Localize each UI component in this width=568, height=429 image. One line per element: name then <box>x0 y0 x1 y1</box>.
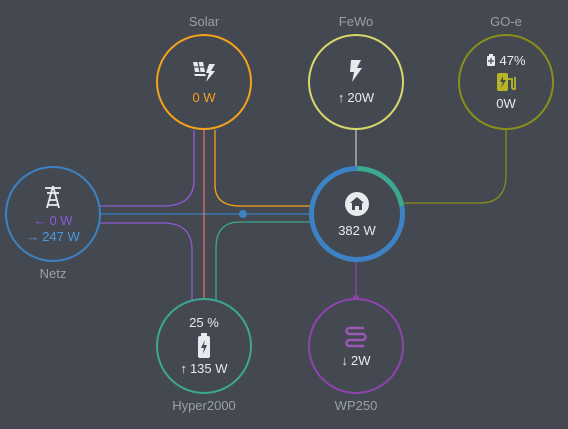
netz-export-arrow: → <box>26 228 40 244</box>
home-goe-line <box>404 125 507 204</box>
lightning-icon <box>350 60 362 82</box>
home-value: 382 W <box>338 222 376 238</box>
wp-value: 2W <box>351 353 371 368</box>
fewo-label: FeWo <box>338 14 374 29</box>
wp-node[interactable]: ↓ 2W <box>308 298 404 394</box>
fewo-value: 20W <box>347 90 375 105</box>
hyper-value: 135 W <box>189 361 228 376</box>
battery-icon <box>487 54 496 66</box>
hyper-node[interactable]: 25 % ↑ 135 W <box>156 298 252 394</box>
power-tower-icon <box>45 185 61 208</box>
goe-label: GO-e <box>490 14 522 29</box>
wp-label: WP250 <box>334 398 378 413</box>
wp-direction: ↓ <box>341 353 349 368</box>
netz-node[interactable]: ← 0 W → 247 W <box>5 166 101 262</box>
goe-battery: 47% <box>499 52 526 68</box>
fewo-node[interactable]: ↑ 20W <box>308 34 404 130</box>
fewo-direction: ↑ <box>337 90 345 105</box>
netz-label: Netz <box>39 266 67 281</box>
ev-charger-icon <box>497 72 516 91</box>
netz-export: 247 W <box>42 228 80 244</box>
home-node[interactable]: 382 W <box>309 166 405 262</box>
solar-value: 0 W <box>192 90 216 105</box>
netz-import-arrow: ← <box>33 212 47 228</box>
solar-panel-icon <box>193 61 215 82</box>
solar-netz-line <box>100 130 195 207</box>
goe-value: 0W <box>496 95 516 111</box>
hyper-label: Hyper2000 <box>172 398 236 413</box>
hyper-soc: 25 % <box>189 315 219 330</box>
goe-node[interactable]: 47% 0W <box>458 34 554 130</box>
home-icon <box>345 191 369 216</box>
heat-pump-icon <box>345 326 367 348</box>
solar-home-line <box>214 130 310 207</box>
hyper-direction: ↑ <box>180 361 187 376</box>
solar-label: Solar <box>188 14 220 29</box>
netz-import: 0 W <box>49 212 73 228</box>
solar-node[interactable]: 0 W <box>156 34 252 130</box>
netz-hyper-line <box>100 222 193 300</box>
battery-charging-icon <box>198 333 210 358</box>
flow-dot <box>239 210 247 218</box>
home-hyper-line <box>215 221 310 300</box>
